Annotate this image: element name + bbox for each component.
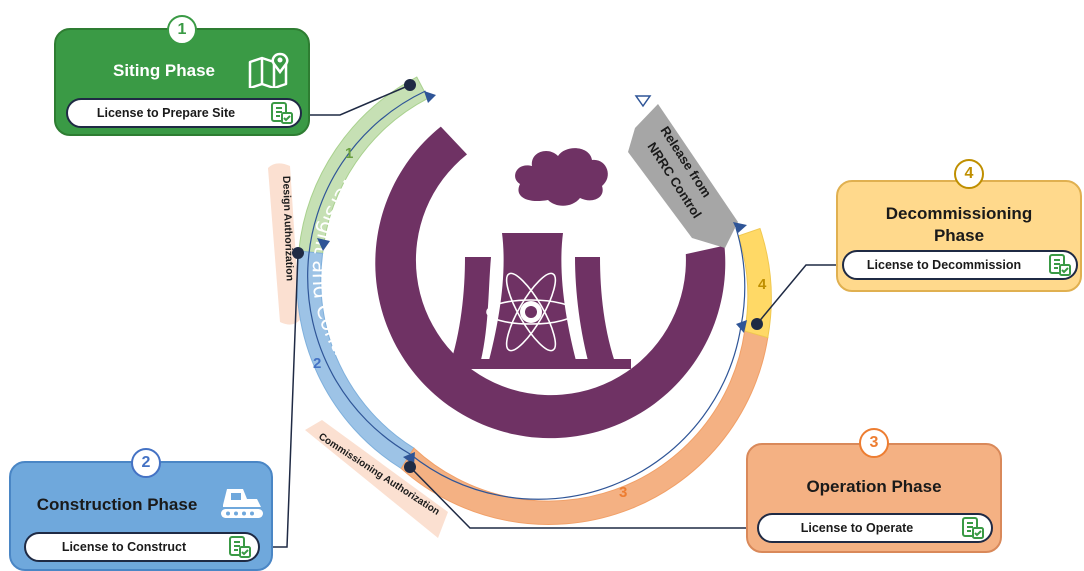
license-to-construct-pill[interactable]: License to Construct [24, 532, 260, 562]
segment-number-4: 4 [758, 276, 767, 293]
design-authorization-label: Design Authorization [280, 176, 296, 282]
phase-number-badge-2: 2 [131, 448, 161, 478]
blue-track-arc-right [735, 227, 746, 327]
license-icon [229, 536, 251, 558]
connector-dot-1 [404, 79, 416, 91]
triangle-markers [317, 91, 747, 465]
license-label: License to Operate [800, 521, 914, 535]
license-icon [962, 517, 984, 539]
license-label: License to Prepare Site [96, 106, 236, 120]
license-label: License to Decommission [866, 258, 1022, 272]
release-banner [628, 104, 738, 248]
segment-number-3: 3 [619, 484, 627, 501]
blue-track-arc-left [307, 90, 426, 455]
license-to-prepare-site-pill[interactable]: License to Prepare Site [66, 98, 302, 128]
license-to-operate-pill[interactable]: License to Operate [757, 513, 993, 543]
phase-title-line1: Decommissioning [885, 204, 1033, 223]
blue-track-arc-bottom [409, 325, 742, 500]
connector-dot-3 [404, 461, 416, 473]
phase-title: Operation Phase [806, 477, 942, 496]
phase-number-badge-4: 4 [954, 159, 984, 189]
license-to-decommission-pill[interactable]: License to Decommission [842, 250, 1078, 280]
nuclear-plant-icon [436, 148, 631, 369]
design-authorization-band: Design Authorization [268, 163, 300, 325]
license-icon [1049, 254, 1071, 276]
map-icon [248, 52, 289, 88]
connector-dot-4 [751, 318, 763, 330]
excavator-icon [221, 489, 263, 518]
connector-dot-2 [292, 247, 304, 259]
phase-number-badge-3: 3 [859, 428, 889, 458]
phase-title: Construction Phase [36, 495, 198, 514]
phase-title-line2: Phase [933, 226, 985, 245]
phase-number-badge-1: 1 [167, 15, 197, 45]
phase-title: Siting Phase [112, 61, 216, 80]
license-label: License to Construct [61, 540, 187, 554]
license-icon [271, 102, 293, 124]
segment-number-2: 2 [313, 355, 321, 372]
segment-number-1: 1 [345, 145, 353, 162]
